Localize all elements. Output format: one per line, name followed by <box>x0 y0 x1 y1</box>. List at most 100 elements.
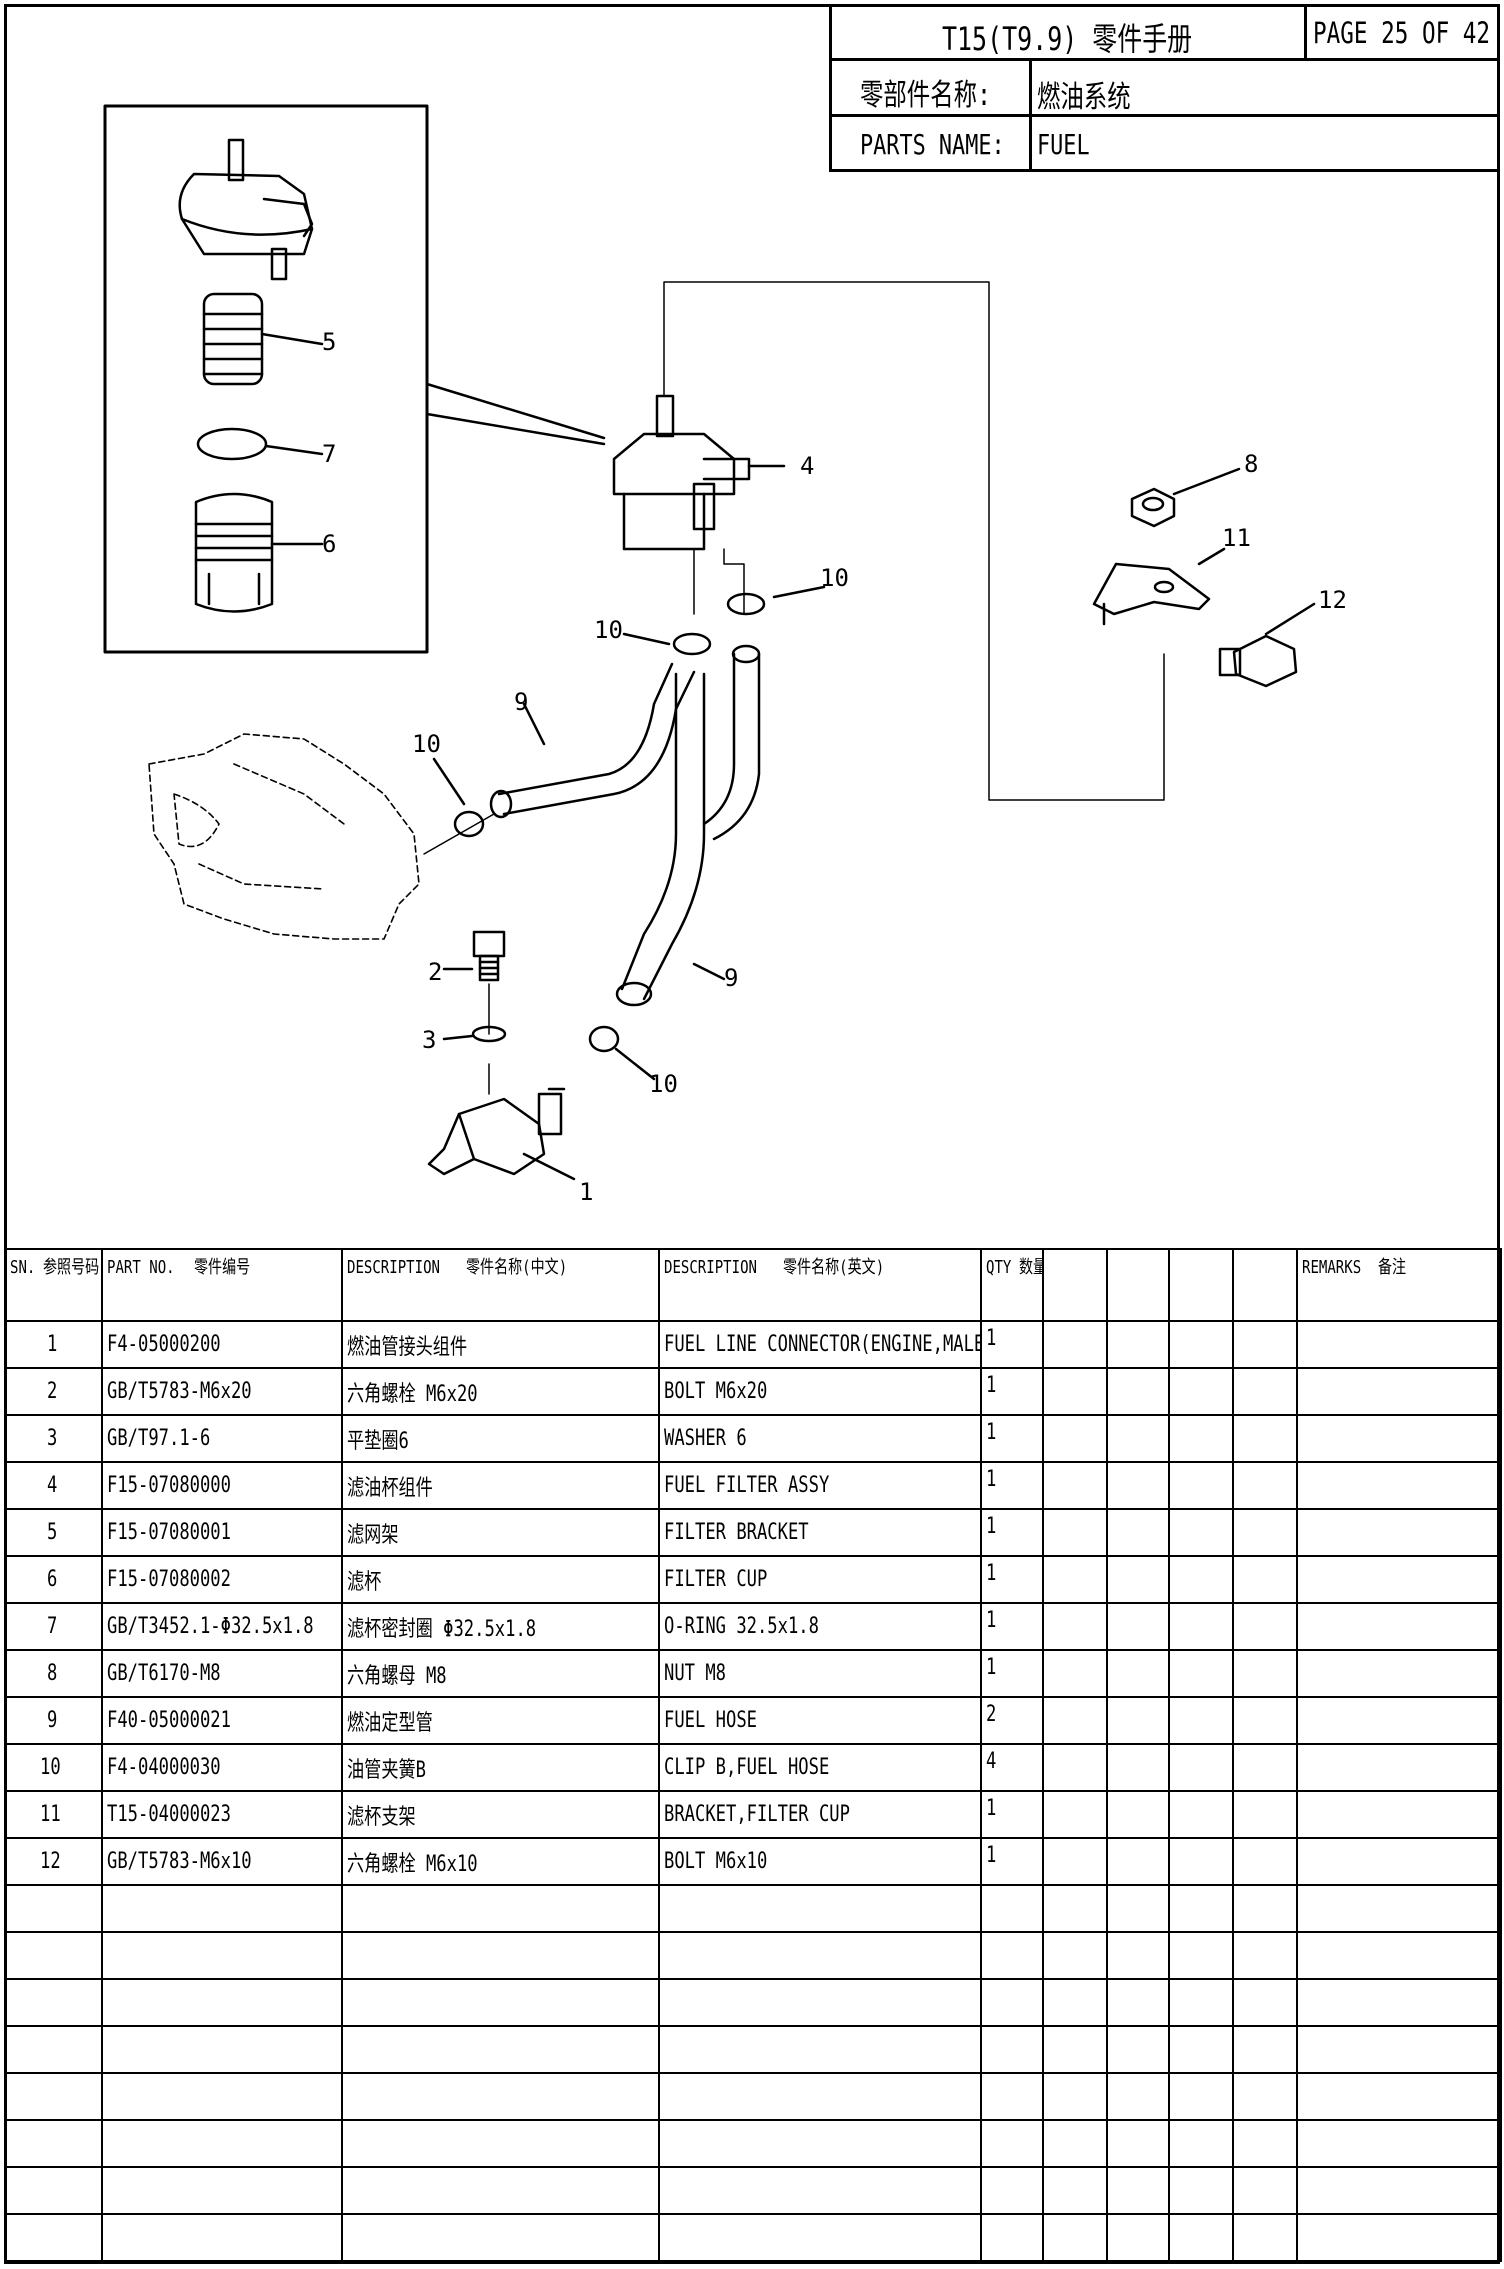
blank-cell <box>1168 2119 1234 2168</box>
clip-10-d <box>588 1025 620 1053</box>
blank-cell <box>1106 1790 1170 1839</box>
cell-part-no <box>101 1931 343 1980</box>
cell-sn: 7 <box>4 1602 103 1651</box>
cell-sn: 10 <box>4 1743 103 1792</box>
blank-cell <box>1106 1602 1170 1651</box>
desc-cn-text: 油管夹簧B <box>347 1757 426 1783</box>
desc-cn-text: 燃油定型管 <box>347 1710 433 1736</box>
blank-cell <box>1042 1884 1108 1933</box>
cell-part-no: F15-07080001 <box>101 1508 343 1557</box>
cell-desc-cn: 六角螺栓 M6x20 <box>341 1367 660 1416</box>
blank-cell <box>1232 2025 1298 2074</box>
header-cell: PART NO. 零件编号 <box>101 1248 343 1322</box>
filter-screen-detail <box>202 292 324 386</box>
fuel-line-connector-1 <box>427 1087 576 1181</box>
cell-part-no: T15-04000023 <box>101 1790 343 1839</box>
cell-sn: 8 <box>4 1649 103 1698</box>
cell-desc-cn: 滤杯支架 <box>341 1790 660 1839</box>
sn-text: 8 <box>46 1661 58 1686</box>
cell-sn: 5 <box>4 1508 103 1557</box>
cell-desc-en: FILTER BRACKET <box>658 1508 982 1557</box>
cell-desc-cn: 六角螺母 M8 <box>341 1649 660 1698</box>
cell-remarks <box>1296 1978 1502 2027</box>
bolt-2 <box>472 930 506 982</box>
header-cell <box>1232 1248 1298 1322</box>
washer-3 <box>471 1025 507 1043</box>
desc-en-text: BRACKET,FILTER CUP <box>664 1802 850 1827</box>
blank-cell <box>1106 1837 1170 1886</box>
cell-remarks <box>1296 1602 1502 1651</box>
cell-qty: 1 <box>980 1649 1044 1698</box>
cell-desc-cn: 平垫圈6 <box>341 1414 660 1463</box>
cell-sn: 1 <box>4 1320 103 1369</box>
part-name-label-cn: 零部件名称: <box>860 78 992 113</box>
table-row <box>4 1884 1502 1933</box>
fuel-system-diagram: 1 2 3 4 5 6 7 8 9 9 10 10 10 10 11 12 <box>103 104 1347 1206</box>
part-no-text: T15-04000023 <box>107 1802 231 1827</box>
desc-en-text: BOLT M6x10 <box>664 1849 768 1874</box>
blank-cell <box>1168 1320 1234 1369</box>
cell-sn: 2 <box>4 1367 103 1416</box>
cell-remarks <box>1296 1461 1502 1510</box>
cell-desc-en <box>658 2025 982 2074</box>
cell-desc-en: CLIP B,FUEL HOSE <box>658 1743 982 1792</box>
cell-desc-cn: 滤油杯组件 <box>341 1461 660 1510</box>
blank-cell <box>1168 1978 1234 2027</box>
cell-remarks <box>1296 2072 1502 2121</box>
table-row <box>4 2213 1502 2262</box>
cell-part-no: F15-07080002 <box>101 1555 343 1604</box>
sn-text: 11 <box>40 1802 61 1827</box>
blank-cell <box>1042 1367 1108 1416</box>
cell-sn <box>4 2119 103 2168</box>
cell-sn: 3 <box>4 1414 103 1463</box>
cell-desc-en <box>658 1884 982 1933</box>
callout-10-c: 10 <box>412 730 441 758</box>
clip-10-b <box>672 632 712 656</box>
blank-cell <box>1106 1367 1170 1416</box>
cell-desc-cn: 滤网架 <box>341 1508 660 1557</box>
blank-cell <box>1168 1367 1234 1416</box>
header-cn: 零件编号 <box>193 1257 250 1278</box>
desc-en-text: FUEL HOSE <box>664 1708 757 1733</box>
bolt-12 <box>1218 602 1316 688</box>
cell-desc-en <box>658 2072 982 2121</box>
desc-cn-text: 六角螺栓 M6x10 <box>347 1851 478 1877</box>
blank-cell <box>1232 1790 1298 1839</box>
blank-cell <box>1042 1461 1108 1510</box>
blank-cell <box>1232 1414 1298 1463</box>
qty-text: 1 <box>986 1655 997 1680</box>
clip-10-a <box>726 592 766 616</box>
blank-cell <box>1106 2166 1170 2215</box>
cell-part-no <box>101 2166 343 2215</box>
blank-cell <box>1042 1743 1108 1792</box>
cell-remarks <box>1296 2213 1502 2262</box>
header-cell <box>1168 1248 1234 1322</box>
blank-cell <box>1042 2119 1108 2168</box>
sn-text: 4 <box>46 1473 58 1498</box>
sn-text: 7 <box>46 1614 58 1639</box>
part-no-text: F4-05000200 <box>107 1332 221 1357</box>
cell-sn <box>4 2213 103 2262</box>
part-no-text: F15-07080001 <box>107 1520 231 1545</box>
blank-cell <box>1232 1743 1298 1792</box>
cell-sn <box>4 1978 103 2027</box>
cell-desc-en <box>658 2213 982 2262</box>
header-en: PART NO. <box>107 1257 175 1278</box>
callout-10-d: 10 <box>649 1070 678 1098</box>
table-row <box>4 2119 1502 2168</box>
desc-cn-text: 六角螺栓 M6x20 <box>347 1381 478 1407</box>
desc-en-text: FUEL FILTER ASSY <box>664 1473 830 1498</box>
part-no-text: F4-04000030 <box>107 1755 221 1780</box>
cell-remarks <box>1296 1414 1502 1463</box>
part-no-text: GB/T5783-M6x10 <box>107 1849 252 1874</box>
cell-remarks <box>1296 2166 1502 2215</box>
cell-part-no <box>101 2025 343 2074</box>
header-cn: 零件名称(中文) <box>466 1257 568 1278</box>
cell-desc-cn <box>341 1884 660 1933</box>
qty-text: 1 <box>986 1467 997 1492</box>
blank-cell <box>1232 2166 1298 2215</box>
part-name-en: FUEL <box>1037 128 1090 161</box>
